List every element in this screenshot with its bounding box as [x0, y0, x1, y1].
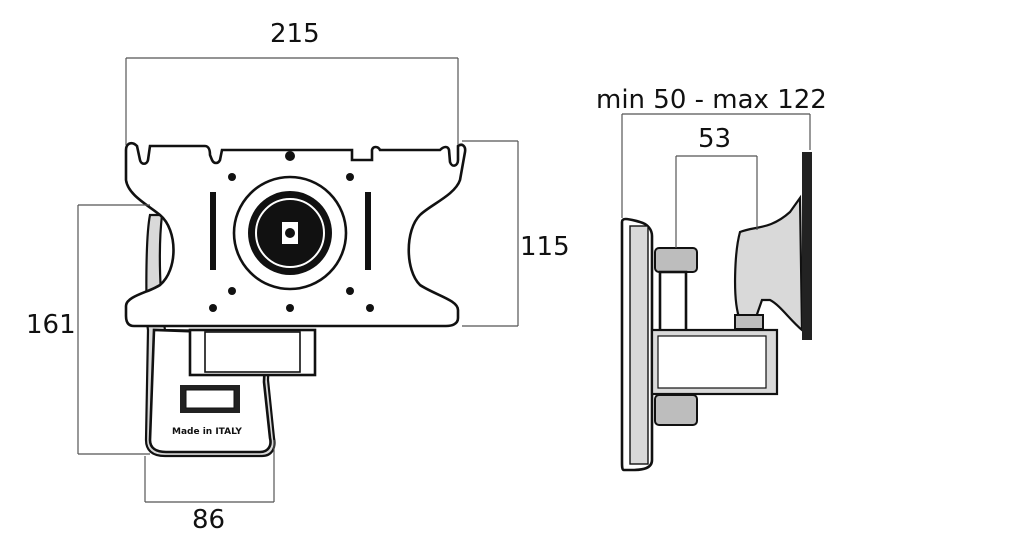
pivot-post — [658, 270, 688, 334]
arm-width-label: 86 — [192, 505, 225, 535]
tilt-head — [734, 194, 804, 333]
vesa-plate — [124, 141, 467, 328]
dim-arm-width-86: 86 — [144, 440, 275, 535]
lower-knob — [654, 394, 698, 426]
dim-depth-53: 53 — [675, 124, 758, 248]
dim-width-215: 215 — [125, 19, 459, 145]
monitor-plate — [802, 152, 812, 340]
depth-label: 53 — [698, 124, 731, 154]
dim-extension: min 50 - max 122 — [596, 85, 827, 218]
dim-plate-height-115: 115 — [462, 140, 570, 327]
tilt-screw — [734, 314, 764, 330]
extension-label: min 50 - max 122 — [596, 85, 827, 115]
plate-height-label: 115 — [520, 232, 570, 262]
made-in-italy-stamp: Made in ITALY — [172, 427, 242, 437]
arm-joint-block — [188, 328, 317, 377]
dim-total-height-161: 161 — [26, 204, 150, 455]
side-view: min 50 - max 122 53 — [596, 85, 827, 472]
upper-knob — [654, 247, 698, 273]
total-height-label: 161 — [26, 310, 76, 340]
front-view: Made in ITALY — [26, 19, 570, 535]
wall-arm: Made in ITALY — [144, 213, 317, 458]
width-label: 215 — [270, 19, 320, 49]
